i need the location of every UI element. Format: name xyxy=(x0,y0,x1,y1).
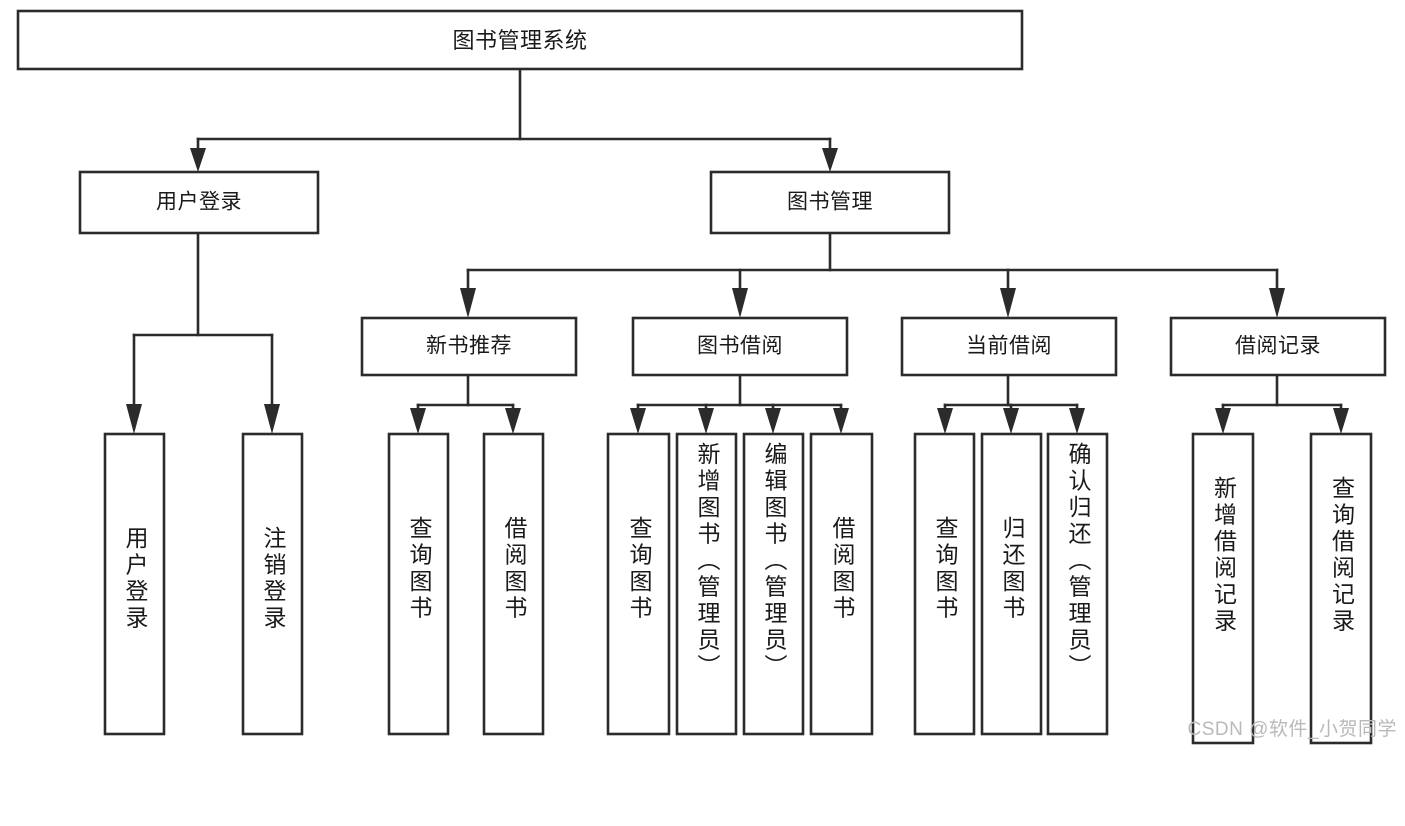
node-user-login-label: 用户登录 xyxy=(156,191,242,214)
node-new-book-recommend-label: 新书推荐 xyxy=(426,335,512,358)
arrow-head-leaf-add-book xyxy=(698,408,714,434)
arrow-head-leaf-add-record xyxy=(1215,408,1231,434)
node-leaf-confirm-return-box[interactable] xyxy=(1046,432,1109,736)
node-borrow-record[interactable]: 借阅记录 xyxy=(1169,316,1387,377)
arrow-head-borrow-record xyxy=(1269,288,1285,318)
arrow-head-leaf-edit-book xyxy=(765,408,781,434)
arrow-head-leaf-query-book-1 xyxy=(410,408,426,434)
node-root[interactable]: 图书管理系统 xyxy=(16,9,1024,71)
node-leaf-logout-box[interactable] xyxy=(241,432,304,736)
arrow-head-leaf-logout xyxy=(264,404,280,434)
node-leaf-add-record-box[interactable] xyxy=(1191,432,1255,745)
arrow-head-user-login xyxy=(190,148,206,172)
diagram-canvas: 图书管理系统 用户登录 图书管理 新书推荐 图书借阅 当前借阅 借阅记录 xyxy=(16,9,1387,745)
node-current-borrow[interactable]: 当前借阅 xyxy=(900,316,1118,377)
arrow-head-leaf-confirm-return xyxy=(1069,408,1085,434)
node-book-manage-box[interactable] xyxy=(709,170,951,235)
node-user-login-box[interactable] xyxy=(78,170,320,235)
node-leaf-query-book-1-box[interactable] xyxy=(387,432,450,736)
arrow-head-current-borrow xyxy=(1000,288,1016,318)
arrow-head-leaf-borrow-book-2 xyxy=(833,408,849,434)
arrow-head-leaf-user-login xyxy=(126,404,142,434)
node-borrow-record-label: 借阅记录 xyxy=(1235,335,1321,358)
node-leaf-query-record-box[interactable] xyxy=(1309,432,1373,745)
node-root-box[interactable] xyxy=(16,9,1024,71)
node-leaf-edit-book-box[interactable] xyxy=(742,432,805,736)
node-book-borrow-box[interactable] xyxy=(631,316,849,377)
node-current-borrow-box[interactable] xyxy=(900,316,1118,377)
node-leaf-user-login-box[interactable] xyxy=(103,432,166,736)
diagram-root: 图书管理系统 用户登录 图书管理 新书推荐 图书借阅 当前借阅 借阅记录 xyxy=(16,9,1397,745)
node-user-login[interactable]: 用户登录 xyxy=(78,170,320,235)
node-leaf-borrow-book-2-box[interactable] xyxy=(809,432,874,736)
node-current-borrow-label: 当前借阅 xyxy=(966,335,1052,358)
node-new-book-recommend-box[interactable] xyxy=(360,316,578,377)
arrow-head-book-borrow xyxy=(732,288,748,318)
node-book-manage[interactable]: 图书管理 xyxy=(709,170,951,235)
arrow-head-leaf-query-book-2 xyxy=(630,408,646,434)
leaf-box-layer xyxy=(103,432,1373,745)
node-book-borrow[interactable]: 图书借阅 xyxy=(631,316,849,377)
node-borrow-record-box[interactable] xyxy=(1169,316,1387,377)
arrow-head-leaf-borrow-book-1 xyxy=(505,408,521,434)
node-book-borrow-label: 图书借阅 xyxy=(697,335,783,358)
arrow-head-leaf-query-record xyxy=(1333,408,1349,434)
connector-layer xyxy=(126,67,1349,434)
arrow-head-leaf-query-book-3 xyxy=(937,408,953,434)
watermark-text: CSDN @软件_小贺同学 xyxy=(1187,719,1397,740)
node-leaf-add-book-box[interactable] xyxy=(675,432,738,736)
node-leaf-borrow-book-1-box[interactable] xyxy=(482,432,545,736)
node-leaf-query-book-3-box[interactable] xyxy=(913,432,976,736)
arrow-head-leaf-return-book xyxy=(1003,408,1019,434)
arrow-head-new-book-recommend xyxy=(460,288,476,318)
arrow-head-book-manage xyxy=(822,148,838,172)
node-leaf-query-book-2-box[interactable] xyxy=(606,432,671,736)
node-new-book-recommend[interactable]: 新书推荐 xyxy=(360,316,578,377)
node-root-label: 图书管理系统 xyxy=(452,28,587,53)
node-leaf-return-book-box[interactable] xyxy=(980,432,1043,736)
node-book-manage-label: 图书管理 xyxy=(787,191,873,214)
